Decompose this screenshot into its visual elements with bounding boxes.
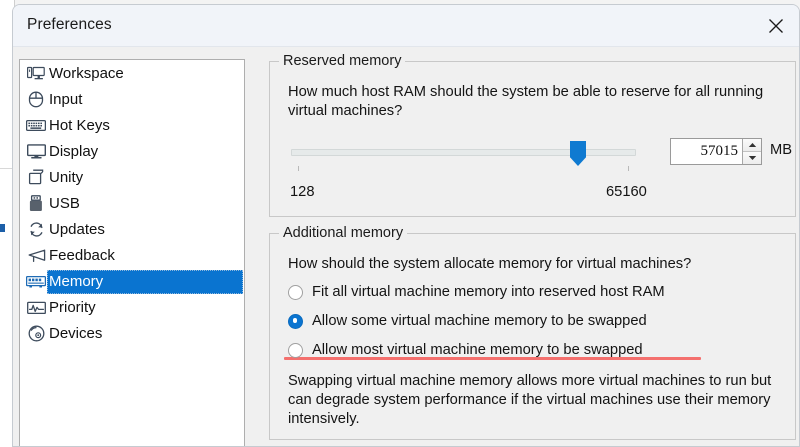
reserved-memory-question: How much host RAM should the system be a…: [288, 84, 764, 119]
sidebar-item-memory[interactable]: Memory: [20, 269, 244, 295]
slider-tick-max: [628, 166, 629, 171]
radio-option-label: Allow some virtual machine memory to be …: [312, 313, 647, 329]
sidebar-item-label: Memory: [49, 273, 104, 291]
ram-icon: [25, 272, 47, 292]
caret-down-icon[interactable]: [743, 152, 761, 164]
reserved-memory-slider[interactable]: [291, 139, 636, 177]
radio-option-allow-most[interactable]: Allow most virtual machine memory to be …: [288, 340, 643, 360]
selection-highlight: [47, 269, 243, 294]
sidebar-item-input[interactable]: Input: [20, 86, 244, 112]
preferences-dialog: Preferences Workspace: [12, 4, 800, 447]
sidebar-item-label: Input: [49, 90, 83, 108]
sidebar-item-updates[interactable]: Updates: [20, 217, 244, 243]
sidebar-item-label: USB: [49, 195, 80, 213]
spinner-value[interactable]: 57015: [700, 143, 739, 159]
caret-up-icon[interactable]: [743, 139, 761, 152]
monitor-icon: [25, 141, 47, 161]
sidebar-item-label: Workspace: [49, 64, 124, 82]
slider-min-label: 128: [290, 184, 315, 200]
sidebar-item-label: Hot Keys: [49, 116, 110, 134]
sidebar-item-label: Updates: [49, 221, 105, 239]
refresh-icon: [25, 220, 47, 240]
slider-tick-min: [298, 166, 299, 171]
radio-option-fit-all[interactable]: Fit all virtual machine memory into rese…: [288, 282, 665, 302]
dialog-content: Workspace Input: [13, 47, 799, 446]
sidebar-item-unity[interactable]: Unity: [20, 164, 244, 190]
swapping-note: Swapping virtual machine memory allows m…: [288, 373, 772, 427]
sidebar-item-usb[interactable]: USB: [20, 190, 244, 216]
additional-memory-question: How should the system allocate memory fo…: [288, 256, 692, 272]
additional-memory-group-title: Additional memory: [279, 225, 408, 241]
sidebar-item-label: Display: [49, 142, 99, 160]
sidebar-item-label: Feedback: [49, 247, 115, 265]
additional-memory-group: Additional memory How should the system …: [269, 225, 796, 440]
spinner-buttons: [742, 139, 761, 164]
usb-icon: [25, 194, 47, 214]
sidebar-item-hot-keys[interactable]: Hot Keys: [20, 112, 244, 138]
sidebar-item-feedback[interactable]: Feedback: [20, 243, 244, 269]
sidebar-item-label: Priority: [49, 299, 96, 317]
sidebar-item-label: Devices: [49, 325, 103, 343]
radio-option-allow-some[interactable]: Allow some virtual machine memory to be …: [288, 311, 647, 331]
slider-max-label: 65160: [606, 184, 647, 200]
workspace-icon: [25, 63, 47, 83]
window-title: Preferences: [27, 16, 112, 33]
sidebar-item-display[interactable]: Display: [20, 138, 244, 164]
background-divider: [0, 168, 14, 169]
radio-option-label: Fit all virtual machine memory into rese…: [312, 284, 665, 300]
settings-category-list[interactable]: Workspace Input: [19, 59, 245, 446]
memory-unit-label: MB: [770, 142, 793, 158]
slider-groove[interactable]: [291, 149, 636, 156]
windows-icon: [25, 167, 47, 187]
slider-handle[interactable]: [570, 141, 586, 166]
reserved-memory-group: Reserved memory How much host RAM should…: [269, 53, 796, 217]
radio-indicator[interactable]: [288, 313, 303, 329]
keyboard-icon: [25, 115, 47, 135]
title-bar: Preferences: [13, 5, 799, 47]
megaphone-icon: [25, 246, 47, 266]
mouse-icon: [25, 89, 47, 109]
radio-indicator[interactable]: [288, 284, 303, 300]
annotation-underline: [284, 357, 701, 360]
close-icon[interactable]: [753, 5, 799, 46]
waveform-icon: [25, 298, 47, 318]
background-accent-marker: [0, 224, 5, 232]
radio-option-label: Allow most virtual machine memory to be …: [312, 342, 643, 358]
disc-icon: [25, 324, 47, 344]
sidebar-item-devices[interactable]: Devices: [20, 321, 244, 347]
radio-indicator[interactable]: [288, 342, 303, 358]
sidebar-item-priority[interactable]: Priority: [20, 295, 244, 321]
reserved-memory-group-title: Reserved memory: [279, 53, 406, 69]
sidebar-item-workspace[interactable]: Workspace: [20, 60, 244, 86]
sidebar-item-label: Unity: [49, 168, 84, 186]
reserved-memory-spinner[interactable]: 57015: [670, 138, 762, 165]
